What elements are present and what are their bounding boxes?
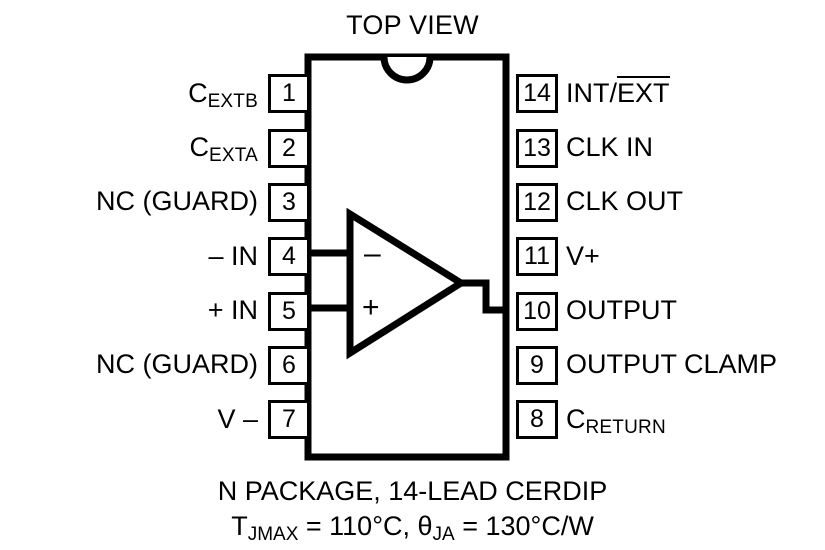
pin-label-12: CLK OUT bbox=[566, 186, 684, 216]
package-body-rect bbox=[304, 53, 510, 461]
notch-icon bbox=[380, 56, 434, 84]
opamp-inverting-sign: – bbox=[364, 237, 381, 270]
package-caption-line-2: TJMAX = 110°C, θJA = 130°C/W bbox=[231, 511, 594, 545]
output-wire bbox=[458, 279, 509, 314]
pin-label-3: NC (GUARD) bbox=[96, 186, 258, 216]
pin-box-1[interactable]: 1 bbox=[268, 74, 310, 113]
pin-box-13[interactable]: 13 bbox=[516, 129, 558, 168]
pin-box-12[interactable]: 12 bbox=[516, 183, 558, 222]
pin-label-4: – IN bbox=[208, 241, 258, 271]
pin-box-9[interactable]: 9 bbox=[516, 346, 558, 385]
pin-label-7: V – bbox=[217, 404, 258, 434]
pin-box-6[interactable]: 6 bbox=[268, 346, 310, 385]
pin-label-2: CEXTA bbox=[189, 132, 258, 166]
pin-label-9: OUTPUT CLAMP bbox=[566, 349, 778, 379]
pin-label-11: V+ bbox=[566, 241, 600, 271]
opamp-noninverting-sign: + bbox=[362, 291, 380, 324]
pin-label-10: OUTPUT bbox=[566, 295, 677, 325]
pin-box-3[interactable]: 3 bbox=[268, 183, 310, 222]
pin-label-8: CRETURN bbox=[566, 404, 666, 438]
pin-box-7[interactable]: 7 bbox=[268, 400, 310, 439]
pin-label-14: INT/EXT bbox=[566, 76, 670, 108]
pin-box-8[interactable]: 8 bbox=[516, 400, 558, 439]
pin-box-4[interactable]: 4 bbox=[268, 237, 310, 276]
pin-label-6: NC (GUARD) bbox=[96, 349, 258, 379]
pin-box-11[interactable]: 11 bbox=[516, 237, 558, 276]
page-title: TOP VIEW bbox=[346, 10, 479, 40]
pin-box-5[interactable]: 5 bbox=[268, 292, 310, 331]
pin-label-1: CEXTB bbox=[188, 78, 258, 112]
opamp-triangle-icon bbox=[346, 207, 468, 360]
pin-box-10[interactable]: 10 bbox=[516, 292, 558, 331]
pin-label-5: + IN bbox=[207, 295, 258, 325]
pin-box-2[interactable]: 2 bbox=[268, 129, 310, 168]
package-caption-line-1: N PACKAGE, 14-LEAD CERDIP bbox=[217, 476, 608, 506]
pin-label-13: CLK IN bbox=[566, 132, 654, 162]
pin-box-14[interactable]: 14 bbox=[516, 74, 558, 113]
